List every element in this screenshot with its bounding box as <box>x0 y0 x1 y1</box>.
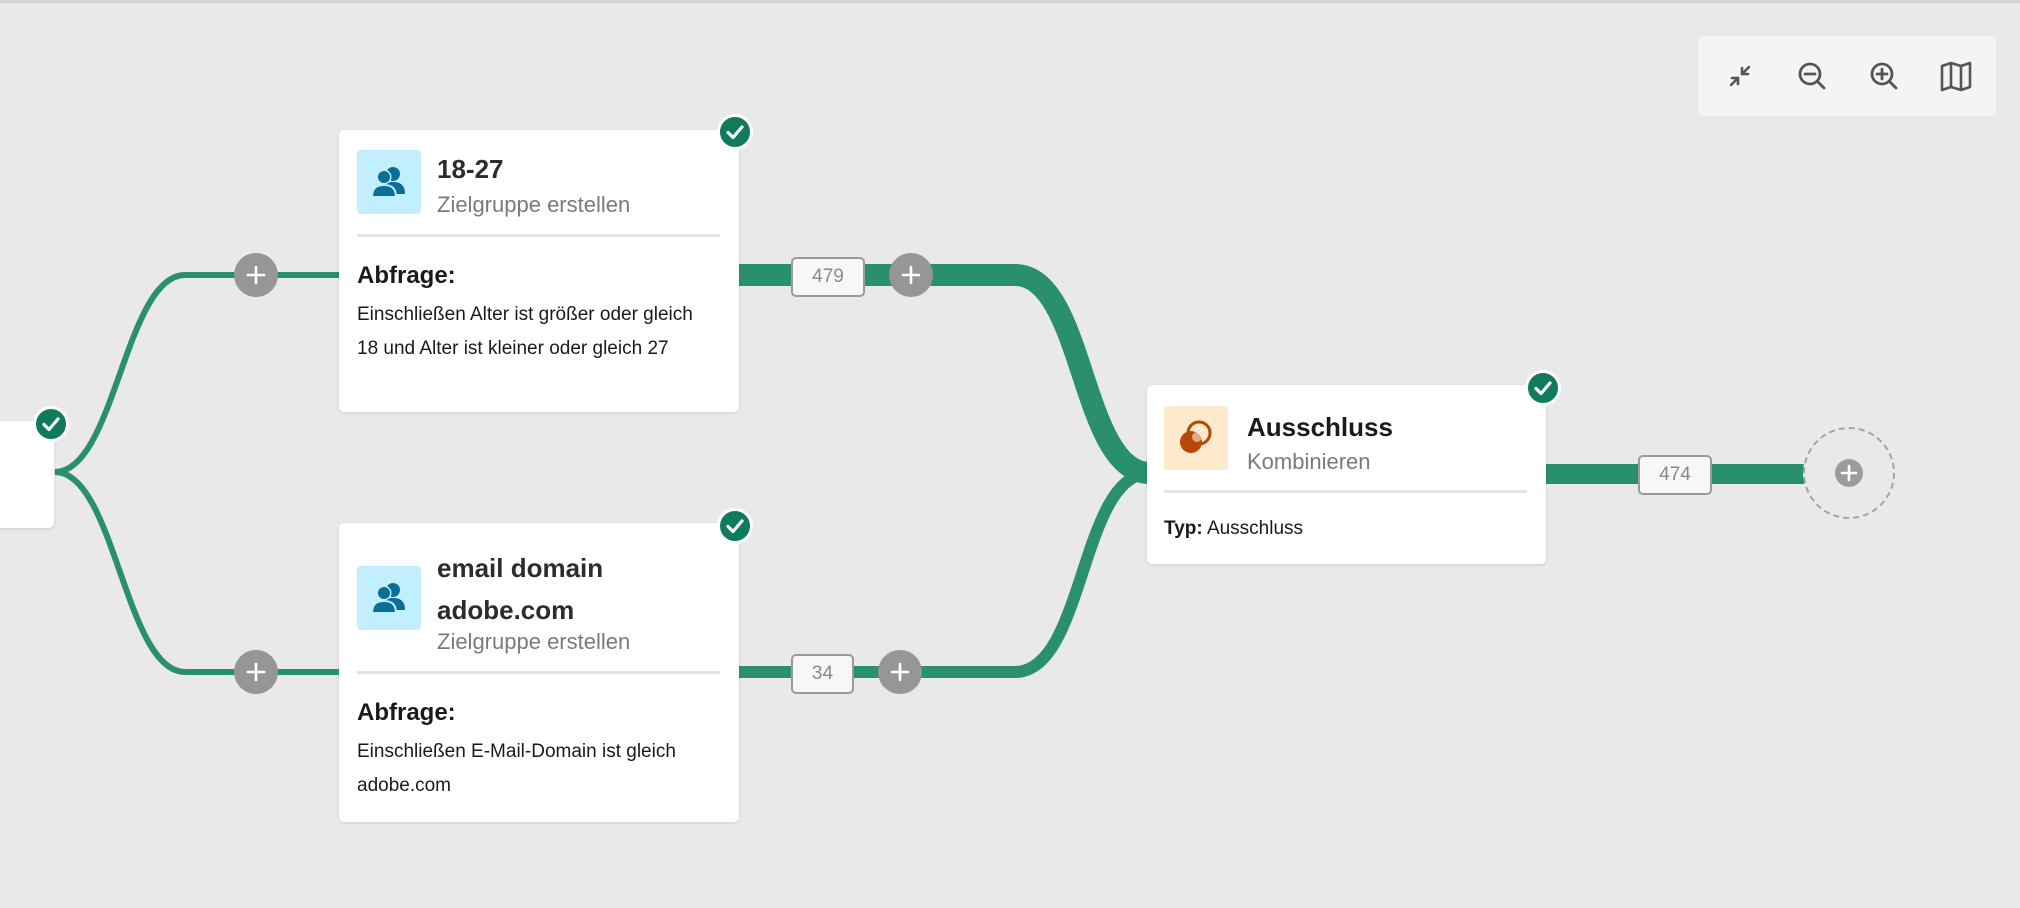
combine-icon <box>1164 406 1228 470</box>
connector-start-bottom <box>54 469 340 675</box>
node-title-line: email domain <box>437 553 604 583</box>
add-next-activity-placeholder[interactable] <box>1803 427 1895 519</box>
audience-node-email-domain[interactable]: email domain adobe.com Zielgruppe erstel… <box>339 523 739 822</box>
audience-icon <box>357 150 421 214</box>
type-value: Ausschluss <box>1206 518 1304 539</box>
query-text-line: Einschließen Alter ist größer oder gleic… <box>357 304 693 325</box>
type-label: Typ: <box>1164 518 1203 539</box>
minimap-button[interactable] <box>1934 54 1978 98</box>
top-border <box>0 0 2020 3</box>
connector-bottom-to-exclusion <box>738 467 1151 678</box>
node-title-line: adobe.com <box>437 595 575 625</box>
population-count-badge: 474 <box>1638 455 1712 495</box>
audience-1-check-icon <box>717 114 753 150</box>
add-activity-button[interactable] <box>889 253 933 297</box>
node-title: 18-27 <box>437 154 504 184</box>
collapse-button[interactable] <box>1718 54 1762 98</box>
audience-icon <box>357 566 421 630</box>
exclusion-type: Typ: Ausschluss <box>1164 518 1303 540</box>
query-text-line: adobe.com <box>357 775 452 796</box>
audience-node-18-27[interactable]: 18-27 Zielgruppe erstellen Abfrage: Eins… <box>339 130 739 412</box>
connector-start-top <box>54 272 340 475</box>
node-subtitle: Kombinieren <box>1247 449 1371 474</box>
node-subtitle: Zielgruppe erstellen <box>437 192 631 217</box>
divider <box>357 234 720 237</box>
node-subtitle: Zielgruppe erstellen <box>437 629 631 654</box>
plus-circle-icon <box>1835 459 1863 487</box>
query-label: Abfrage: <box>357 262 456 289</box>
connector-top-to-exclusion <box>738 264 1152 484</box>
query-text-line: Einschließen E-Mail-Domain ist gleich <box>357 741 676 762</box>
query-label: Abfrage: <box>357 699 456 726</box>
add-activity-button[interactable] <box>878 650 922 694</box>
collapse-icon <box>1729 65 1751 87</box>
exclusion-check-icon <box>1525 370 1561 406</box>
add-activity-button[interactable] <box>234 253 278 297</box>
canvas-toolbar <box>1698 36 1996 116</box>
population-count-badge: 34 <box>791 654 854 694</box>
exclusion-node[interactable]: Ausschluss Kombinieren Typ: Ausschluss <box>1147 385 1546 564</box>
add-activity-button[interactable] <box>234 650 278 694</box>
divider <box>1164 490 1527 493</box>
zoom-out-icon <box>1798 62 1826 90</box>
query-text-line: 18 und Alter ist kleiner oder gleich 27 <box>357 338 669 359</box>
query-text: Einschließen Alter ist größer oder gleic… <box>357 298 693 366</box>
node-title: Ausschluss <box>1247 412 1393 442</box>
divider <box>357 671 720 674</box>
population-count-badge: 479 <box>791 257 865 297</box>
start-node-check-icon <box>33 406 69 442</box>
node-title: email domain adobe.com <box>437 547 603 631</box>
query-text: Einschließen E-Mail-Domain ist gleich ad… <box>357 735 676 803</box>
zoom-in-icon <box>1870 62 1898 90</box>
map-icon <box>1940 61 1972 92</box>
audience-2-check-icon <box>717 508 753 544</box>
zoom-in-button[interactable] <box>1862 54 1906 98</box>
zoom-out-button[interactable] <box>1790 54 1834 98</box>
